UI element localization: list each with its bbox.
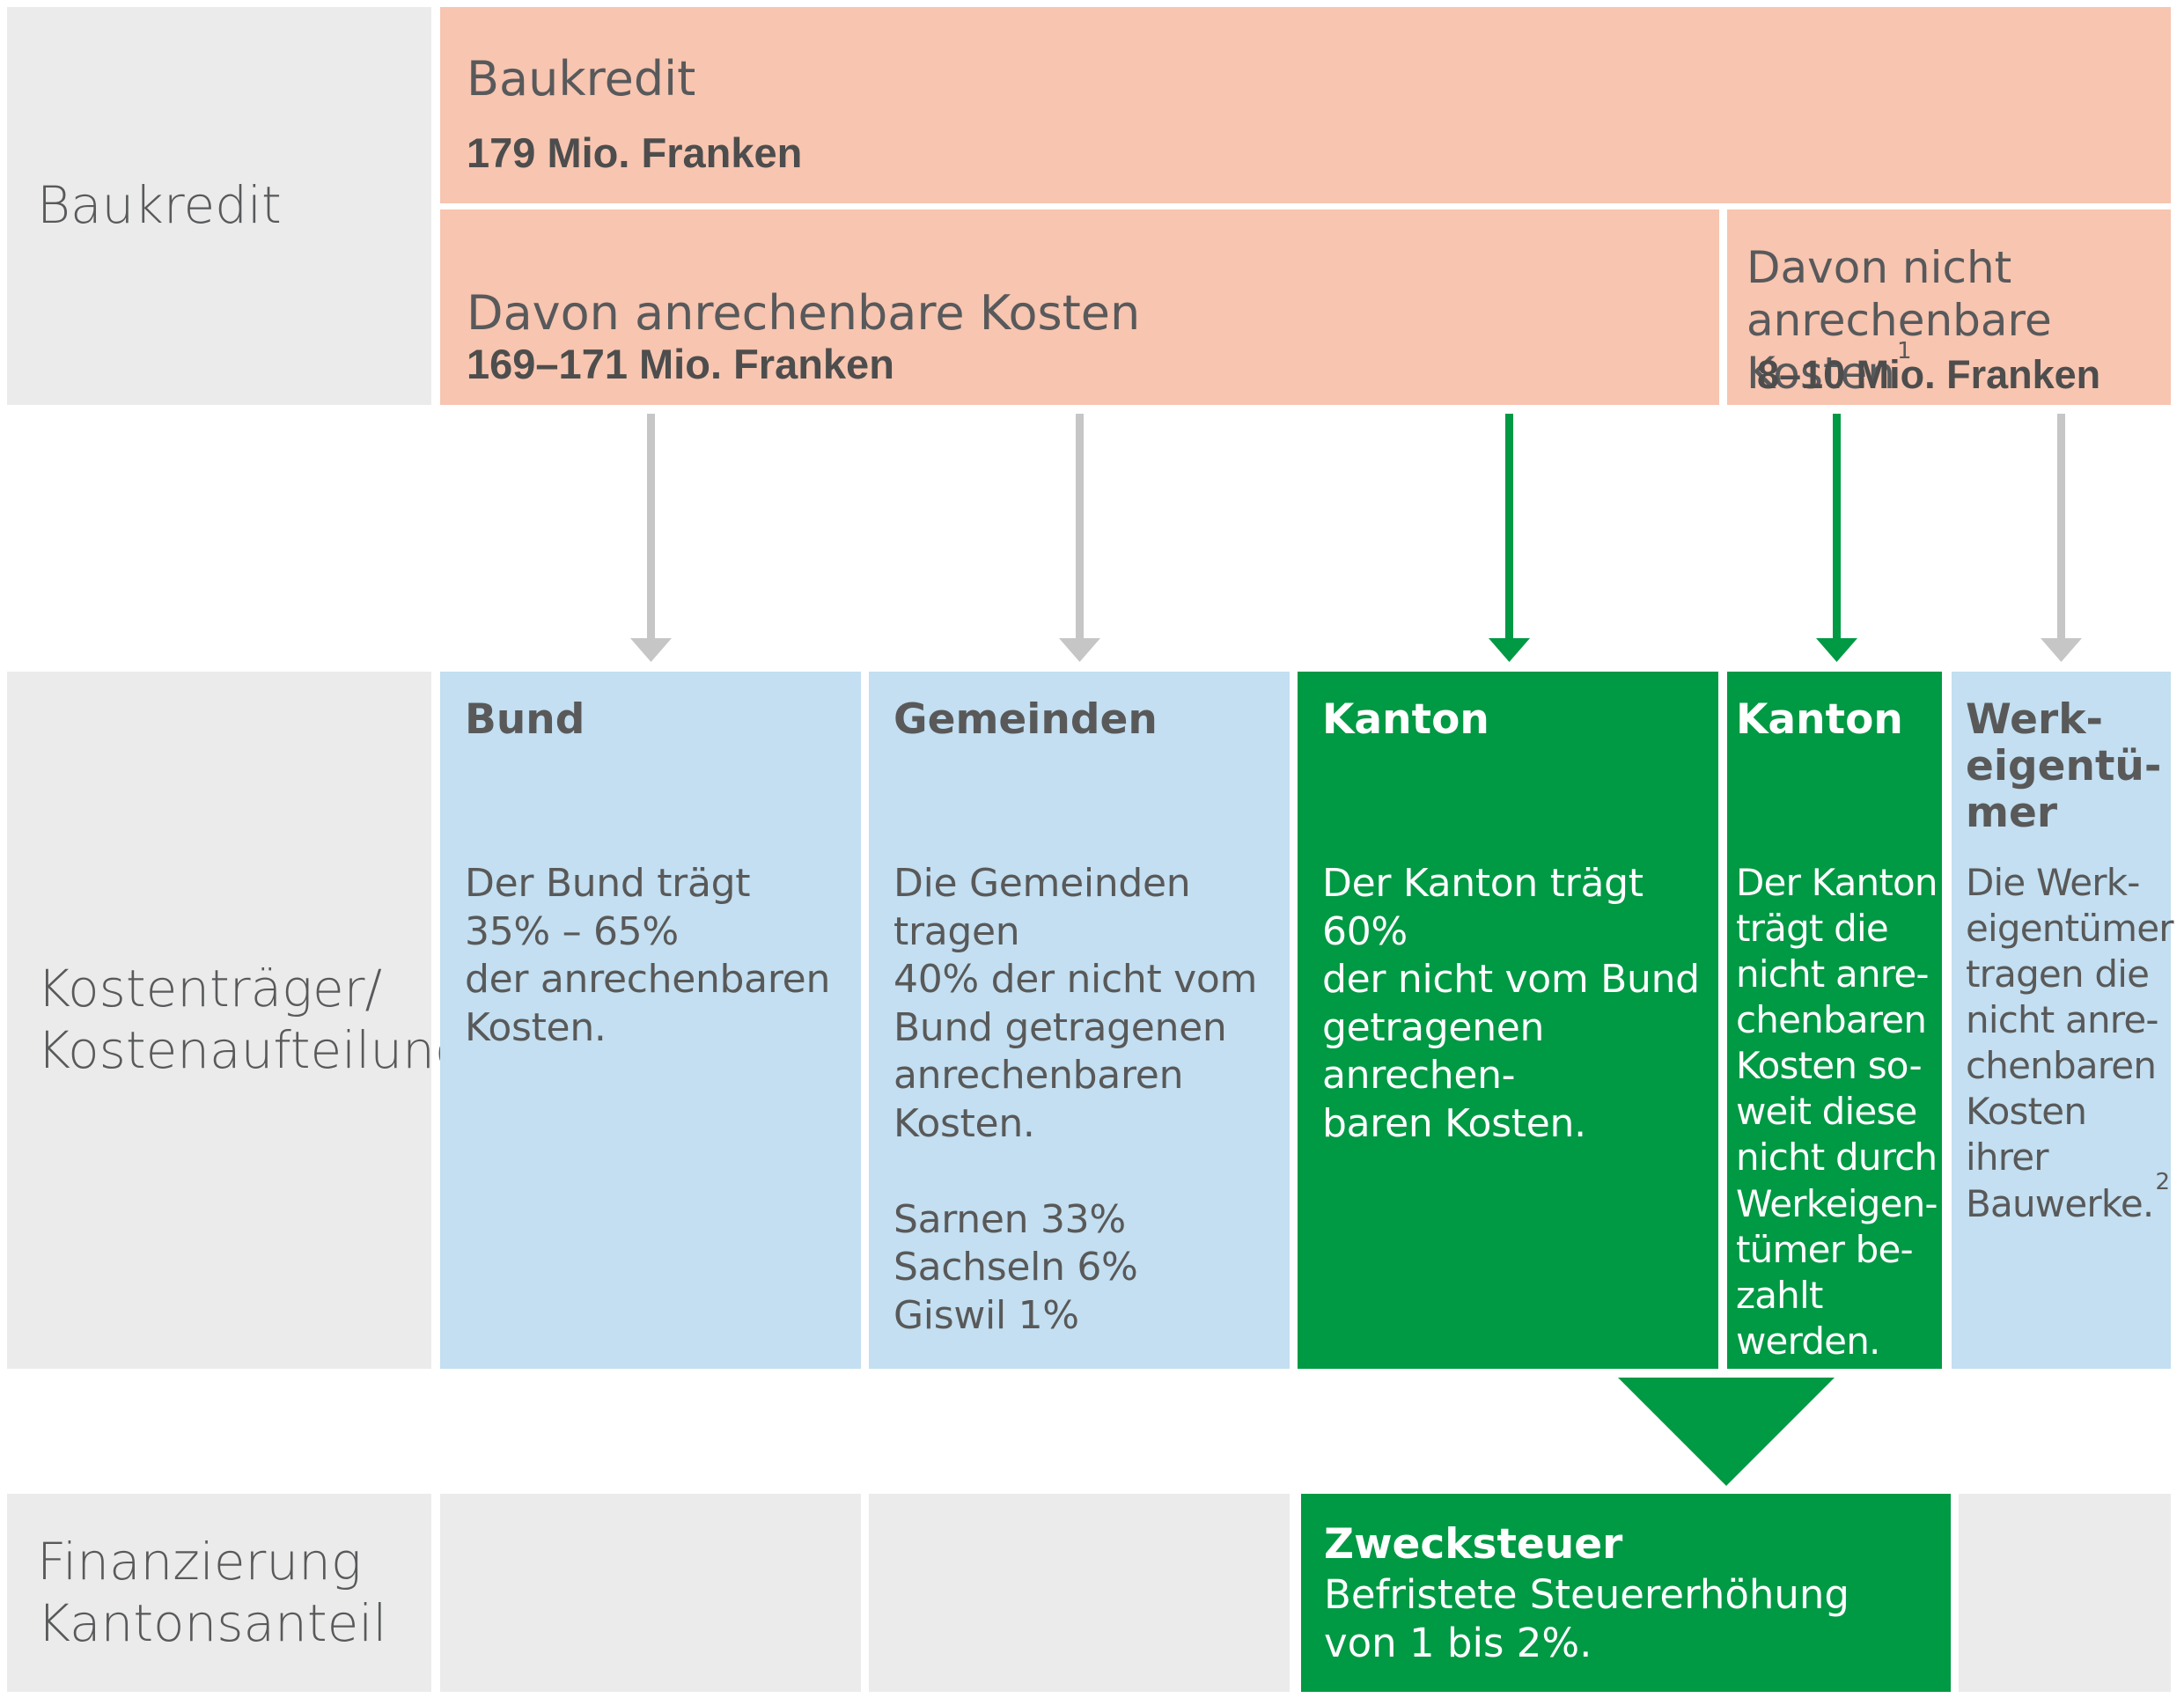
baukredit-box-value: 179 Mio. Franken bbox=[467, 129, 803, 176]
row-label-kosten: Kostenträger/ Kostenaufteilung bbox=[7, 672, 466, 1369]
baukredit-box: Baukredit 179 Mio. Franken bbox=[440, 7, 2171, 203]
card-bund-title: Bund bbox=[465, 695, 585, 744]
finanzierung-cell-werk bbox=[1959, 1494, 2171, 1692]
row-label-finanzierung: Finanzierung Kantonsanteil bbox=[7, 1494, 431, 1692]
anrechenbare-kosten-value: 169–171 Mio. Franken bbox=[467, 341, 894, 387]
footnote-1: 1 bbox=[1897, 338, 1912, 365]
row-label-baukredit: Baukredit bbox=[7, 7, 431, 405]
card-kanton-nicht-anrechenbar-title: Kanton bbox=[1736, 695, 1903, 744]
arrow-to-zwecksteuer bbox=[1618, 1378, 1835, 1486]
zwecksteuer-title: Zwecksteuer bbox=[1324, 1520, 1623, 1569]
card-kanton-nicht-anrechenbar-text: Der Kanton trägt die nicht anre- chenbar… bbox=[1736, 861, 1938, 1363]
card-werkeigentuemer-title: Werk- eigentü- mer bbox=[1966, 695, 2162, 838]
finanzierung-cell-bund bbox=[440, 1494, 861, 1692]
nicht-anrechenbare-kosten-title: Davon nicht anrechenbare Kosten1 bbox=[1746, 241, 2171, 400]
card-werkeigentuemer: Werk- eigentü- mer Die Werk- eigentümer … bbox=[1952, 672, 2174, 1369]
card-kanton-anrechenbar: Kanton Der Kanton trägt 60% der nicht vo… bbox=[1298, 672, 1718, 1369]
arrow-to-kanton-anrechenbar bbox=[1489, 414, 1530, 662]
baukredit-box-title: Baukredit bbox=[467, 51, 696, 107]
arrow-to-werkeigentuemer bbox=[2041, 414, 2082, 662]
card-kanton-anrechenbar-title: Kanton bbox=[1322, 695, 1489, 744]
anrechenbare-kosten-title: Davon anrechenbare Kosten bbox=[467, 285, 1141, 341]
card-bund-text: Der Bund trägt 35% – 65% der anrechenbar… bbox=[465, 861, 831, 1050]
nicht-anrechenbare-kosten-title-text: Davon nicht anrechenbare Kosten bbox=[1746, 242, 2052, 399]
finanzierung-cell-gemeinden bbox=[869, 1494, 1290, 1692]
zwecksteuer-text: Befristete Steuererhöhung von 1 bis 2%. bbox=[1324, 1571, 1849, 1666]
arrow-to-gemeinden bbox=[1059, 414, 1100, 662]
card-gemeinden: Gemeinden Die Gemeinden tragen 40% der n… bbox=[869, 672, 1290, 1369]
card-gemeinden-text: Die Gemeinden tragen 40% der nicht vom B… bbox=[893, 861, 1258, 1338]
card-kanton-nicht-anrechenbar: Kanton Der Kanton trägt die nicht anre- … bbox=[1727, 672, 1942, 1369]
row-label-kosten-text: Kostenträger/ Kostenaufteilung bbox=[37, 959, 466, 1080]
card-werkeigentuemer-text-body: Die Werk- eigentümer tragen die nicht an… bbox=[1966, 861, 2174, 1225]
nicht-anrechenbare-kosten-value: 8–10 Mio. Franken bbox=[1757, 352, 2101, 397]
card-bund: Bund Der Bund trägt 35% – 65% der anrech… bbox=[440, 672, 861, 1369]
row-label-baukredit-text: Baukredit bbox=[37, 175, 282, 236]
footnote-2: 2 bbox=[2155, 1168, 2170, 1195]
zwecksteuer-box: Zwecksteuer Befristete Steuererhöhung vo… bbox=[1301, 1494, 1951, 1692]
arrow-to-bund bbox=[630, 414, 672, 662]
nicht-anrechenbare-kosten-box: Davon nicht anrechenbare Kosten1 8–10 Mi… bbox=[1727, 209, 2171, 405]
card-kanton-anrechenbar-text: Der Kanton trägt 60% der nicht vom Bund … bbox=[1322, 861, 1700, 1146]
card-gemeinden-title: Gemeinden bbox=[893, 695, 1158, 744]
card-werkeigentuemer-text: Die Werk- eigentümer tragen die nicht an… bbox=[1966, 860, 2174, 1227]
row-label-finanzierung-text: Finanzierung Kantonsanteil bbox=[37, 1531, 387, 1653]
arrow-to-kanton-nicht-anrechenbar bbox=[1816, 414, 1857, 662]
anrechenbare-kosten-box: Davon anrechenbare Kosten 169–171 Mio. F… bbox=[440, 209, 1719, 405]
